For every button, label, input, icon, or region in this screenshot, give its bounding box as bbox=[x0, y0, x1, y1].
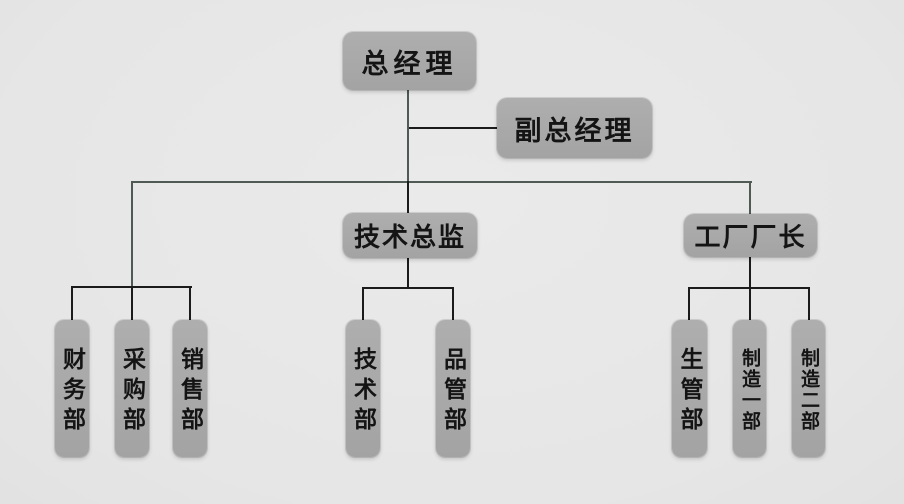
node-sales-dept-label: 销售部 bbox=[177, 347, 204, 437]
connector-left-branch-drop bbox=[131, 181, 133, 287]
connector-factory-mgr-down bbox=[749, 257, 751, 288]
node-finance-dept[interactable]: 财务部 bbox=[55, 320, 89, 457]
node-manufacturing-dept-1-label: 制造一部 bbox=[739, 347, 760, 432]
node-deputy-general-manager[interactable]: 副总经理 bbox=[497, 98, 652, 158]
node-finance-dept-label: 财务部 bbox=[59, 347, 86, 437]
connector-tech-director-down bbox=[407, 258, 409, 288]
connector-sales-stub bbox=[189, 286, 191, 320]
connector-mid-junction-rail bbox=[362, 287, 454, 289]
node-quality-dept[interactable]: 品管部 bbox=[436, 320, 470, 457]
node-manufacturing-dept-2[interactable]: 制造二部 bbox=[792, 320, 825, 457]
connector-level2-rail bbox=[131, 181, 752, 183]
node-quality-dept-label: 品管部 bbox=[440, 347, 467, 437]
connector-finance-stub bbox=[71, 286, 73, 320]
connector-factory-mgr-drop bbox=[749, 181, 751, 215]
node-deputy-general-manager-label: 副总经理 bbox=[514, 115, 635, 146]
connector-manufacturing1-stub bbox=[749, 287, 751, 320]
node-factory-manager[interactable]: 工厂厂长 bbox=[684, 214, 817, 257]
node-general-manager-label: 总经理 bbox=[361, 48, 458, 79]
node-production-control-dept[interactable]: 生管部 bbox=[672, 320, 707, 457]
node-factory-manager-label: 工厂厂长 bbox=[694, 222, 807, 252]
connector-prod-control-stub bbox=[688, 287, 690, 320]
node-manufacturing-dept-1[interactable]: 制造一部 bbox=[733, 320, 766, 457]
connector-purchasing-stub bbox=[131, 287, 133, 320]
node-technical-director[interactable]: 技术总监 bbox=[343, 213, 477, 258]
node-technology-dept-label: 技术部 bbox=[350, 347, 377, 437]
node-sales-dept[interactable]: 销售部 bbox=[173, 320, 207, 457]
connector-manufacturing2-stub bbox=[808, 287, 810, 320]
node-purchasing-dept-label: 采购部 bbox=[119, 347, 146, 437]
connector-quality-stub bbox=[452, 287, 454, 320]
connector-tech-director-drop bbox=[407, 181, 409, 213]
node-technical-director-label: 技术总监 bbox=[353, 222, 466, 252]
connector-technology-stub bbox=[362, 287, 364, 320]
node-technology-dept[interactable]: 技术部 bbox=[346, 320, 380, 457]
connector-deputy-spur bbox=[409, 127, 497, 129]
node-purchasing-dept[interactable]: 采购部 bbox=[115, 320, 149, 457]
node-general-manager[interactable]: 总经理 bbox=[343, 32, 476, 90]
node-manufacturing-dept-2-label: 制造二部 bbox=[798, 347, 819, 432]
node-production-control-dept-label: 生管部 bbox=[677, 347, 703, 437]
connector-gm-main-drop bbox=[407, 90, 409, 182]
